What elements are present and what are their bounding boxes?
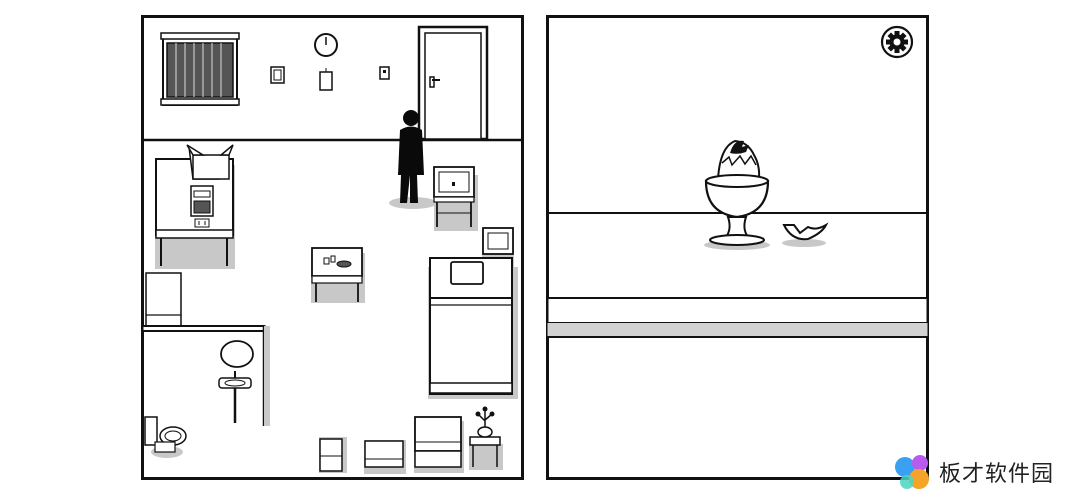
kitchen-counter[interactable] [155,144,235,269]
egg-cup[interactable] [704,139,770,250]
wall-note [319,71,333,91]
front-door[interactable] [417,25,489,141]
low-drawer[interactable] [364,440,406,474]
bathroom-mirror[interactable] [220,340,254,368]
room-illustration [141,15,524,480]
toilet[interactable] [144,416,187,458]
eggshell-fragment[interactable] [782,222,829,247]
cabinet[interactable] [145,272,182,327]
bathroom-sink[interactable] [218,371,252,423]
character-silhouette[interactable] [389,110,437,209]
chair[interactable] [433,166,478,231]
bed[interactable] [428,257,518,399]
window[interactable] [160,32,240,106]
storage-box[interactable] [319,437,347,473]
small-table[interactable] [311,247,365,303]
closeup-illustration [546,15,929,480]
closeup-scene[interactable] [546,15,929,480]
watermark-text: 板才软件园 [939,462,1055,487]
watermark-logo [895,455,929,489]
wall-clock[interactable] [314,33,338,57]
watermark: 板才软件园 [893,452,1073,492]
gear-icon [880,25,914,59]
room-scene[interactable] [141,15,524,480]
nightstand[interactable] [414,416,464,473]
potted-plant[interactable] [469,406,503,471]
settings-button[interactable] [879,24,915,60]
